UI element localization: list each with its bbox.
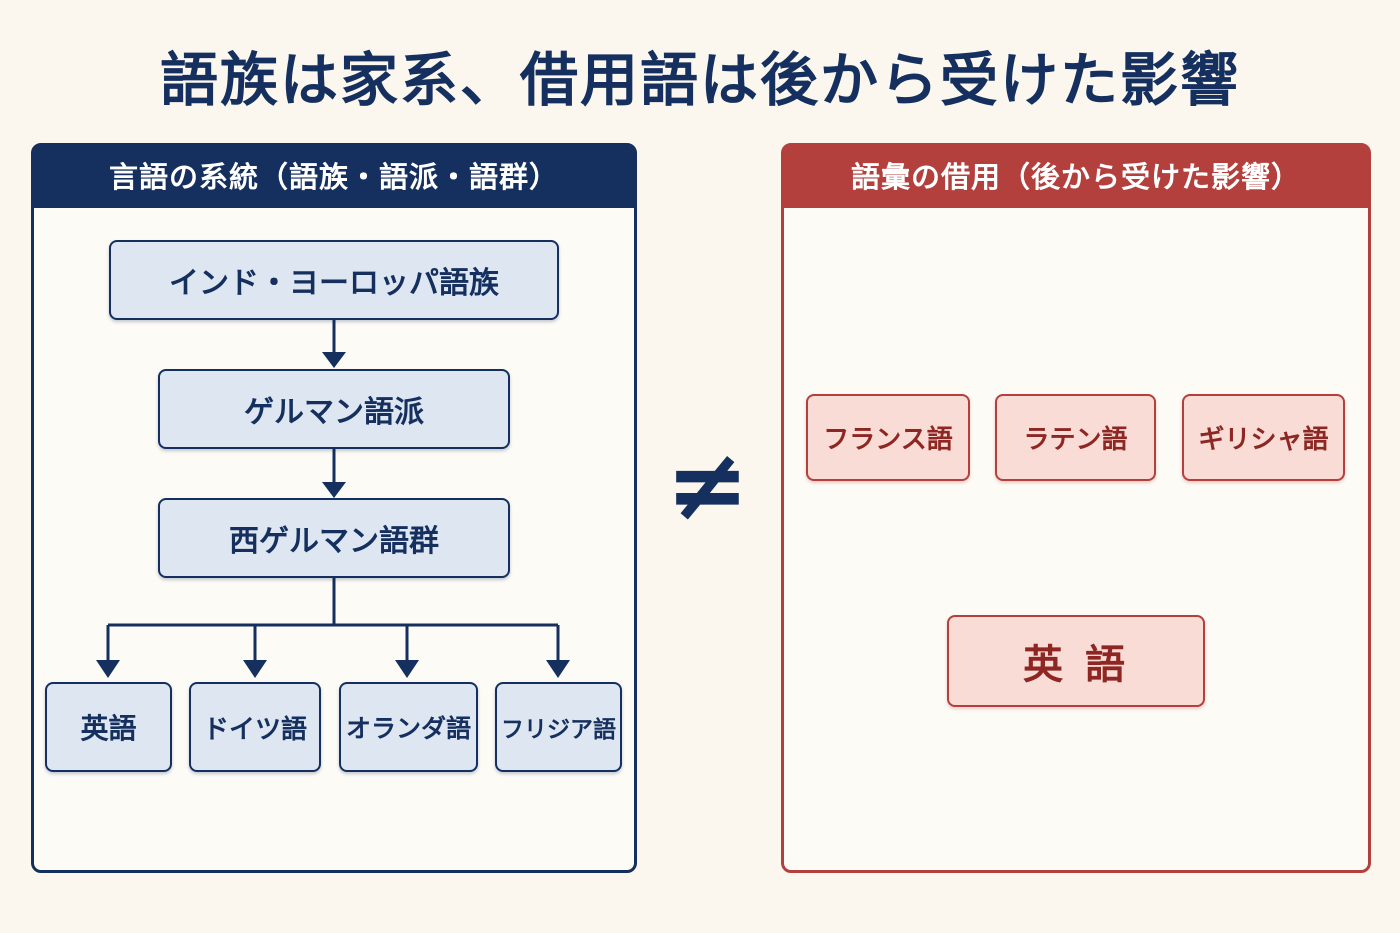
not-equal-symbol: ≠ (665, 426, 750, 543)
node-french: フランス語 (806, 394, 970, 481)
borrowing-panel: 語彙の借用（後から受けた影響） (781, 143, 1371, 873)
node-english: 英語 (45, 682, 172, 772)
node-dutch: オランダ語 (339, 682, 478, 772)
page-title: 語族は家系、借用語は後から受けた影響 (159, 46, 1240, 114)
node-frisian: フリジア語 (495, 682, 622, 772)
arrowhead-dutch (395, 660, 419, 678)
node-germanic: ゲルマン語派 (158, 369, 510, 449)
arrowhead-frisian (546, 660, 570, 678)
arrowhead-group (322, 482, 346, 498)
node-english-target: 英 語 (947, 615, 1205, 707)
arrowhead-branch (322, 352, 346, 368)
arrowhead-english (96, 660, 120, 678)
borrowing-panel-header: 語彙の借用（後から受けた影響） (784, 146, 1368, 208)
lineage-panel-header: 言語の系統（語族・語派・語群） (34, 146, 634, 208)
node-west-germanic: 西ゲルマン語群 (158, 498, 510, 578)
node-indo-european: インド・ヨーロッパ語族 (109, 240, 559, 320)
node-greek: ギリシャ語 (1182, 394, 1345, 481)
node-latin: ラテン語 (995, 394, 1156, 481)
arrowhead-german (243, 660, 267, 678)
node-german: ドイツ語 (189, 682, 321, 772)
